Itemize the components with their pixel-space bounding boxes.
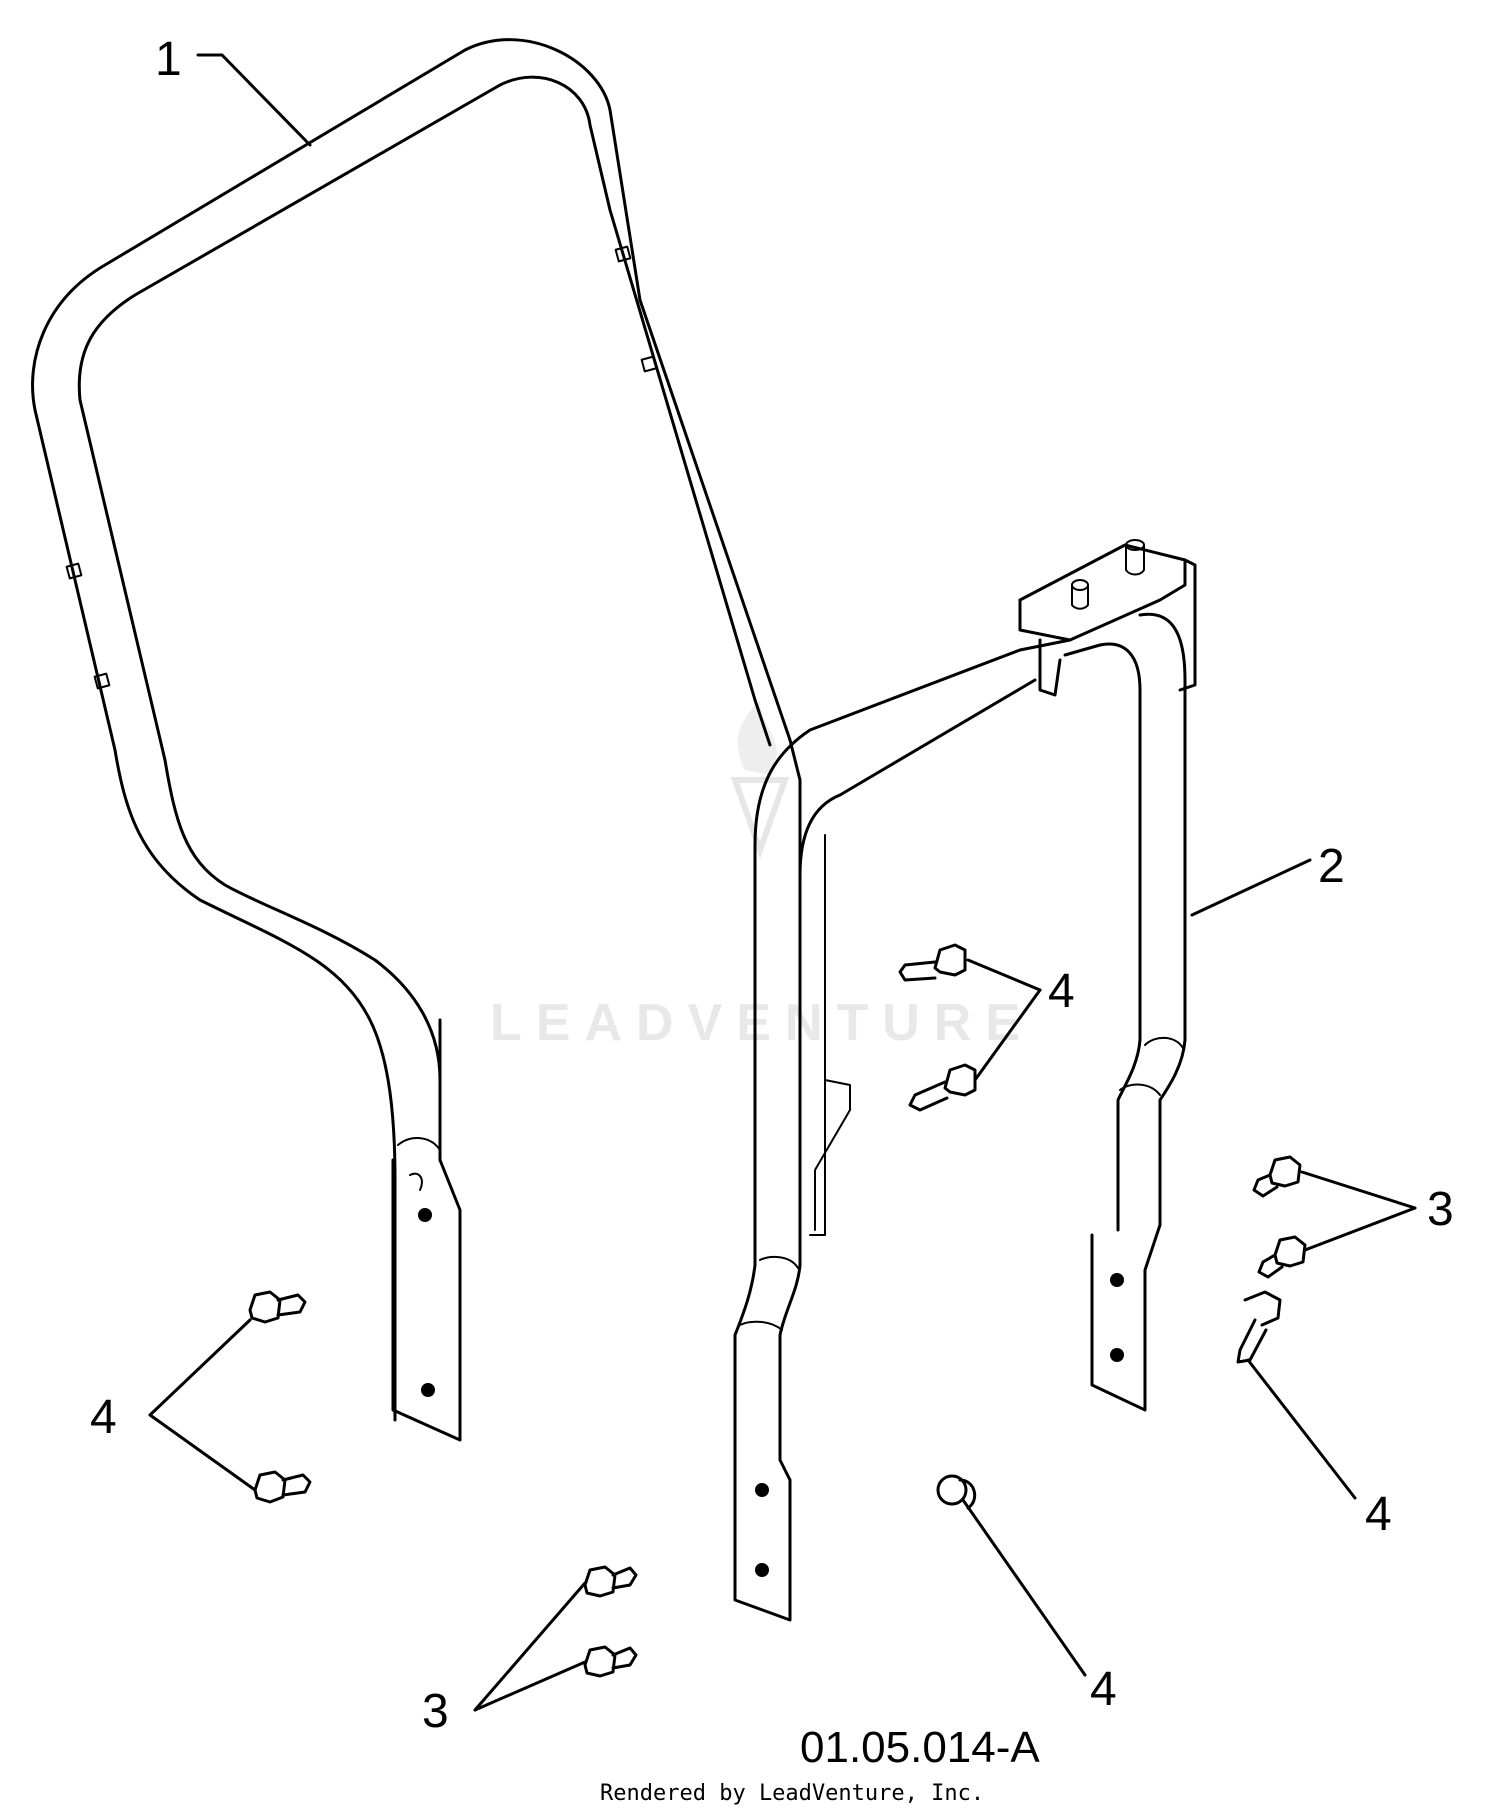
callout-3-bottom: 3 — [422, 1685, 449, 1738]
screw-4-top-2 — [908, 1063, 977, 1112]
callout-4-upper: 4 — [1048, 965, 1075, 1018]
watermark-logo: LEADVENTURE — [490, 700, 1034, 1052]
screw-4-top-1 — [898, 943, 967, 982]
screw-3-bottom-2 — [583, 1645, 638, 1678]
screw-3-bottom-1 — [583, 1565, 638, 1598]
part-2-bracket — [733, 539, 1197, 1622]
leader-lines — [148, 53, 1417, 1712]
callout-1: 1 — [155, 33, 182, 86]
drawing-id: 01.05.014-A — [800, 1723, 1040, 1772]
render-credit: Rendered by LeadVenture, Inc. — [600, 1781, 984, 1806]
screw-3-right-2 — [1257, 1235, 1307, 1279]
screw-3-right-1 — [1252, 1155, 1302, 1198]
screw-4-left-2 — [253, 1470, 312, 1504]
part-1-handle — [31, 38, 802, 1442]
callout-4-left: 4 — [90, 1391, 117, 1444]
callout-2: 2 — [1318, 840, 1345, 893]
screw-4-right — [1236, 1290, 1282, 1364]
watermark-text: LEADVENTURE — [490, 994, 1034, 1052]
callout-3-right: 3 — [1427, 1183, 1454, 1236]
callout-4-right: 4 — [1365, 1488, 1392, 1541]
screw-4-bottom — [936, 1474, 977, 1510]
screw-4-left-1 — [248, 1290, 307, 1324]
callout-4-bottom: 4 — [1090, 1663, 1117, 1716]
